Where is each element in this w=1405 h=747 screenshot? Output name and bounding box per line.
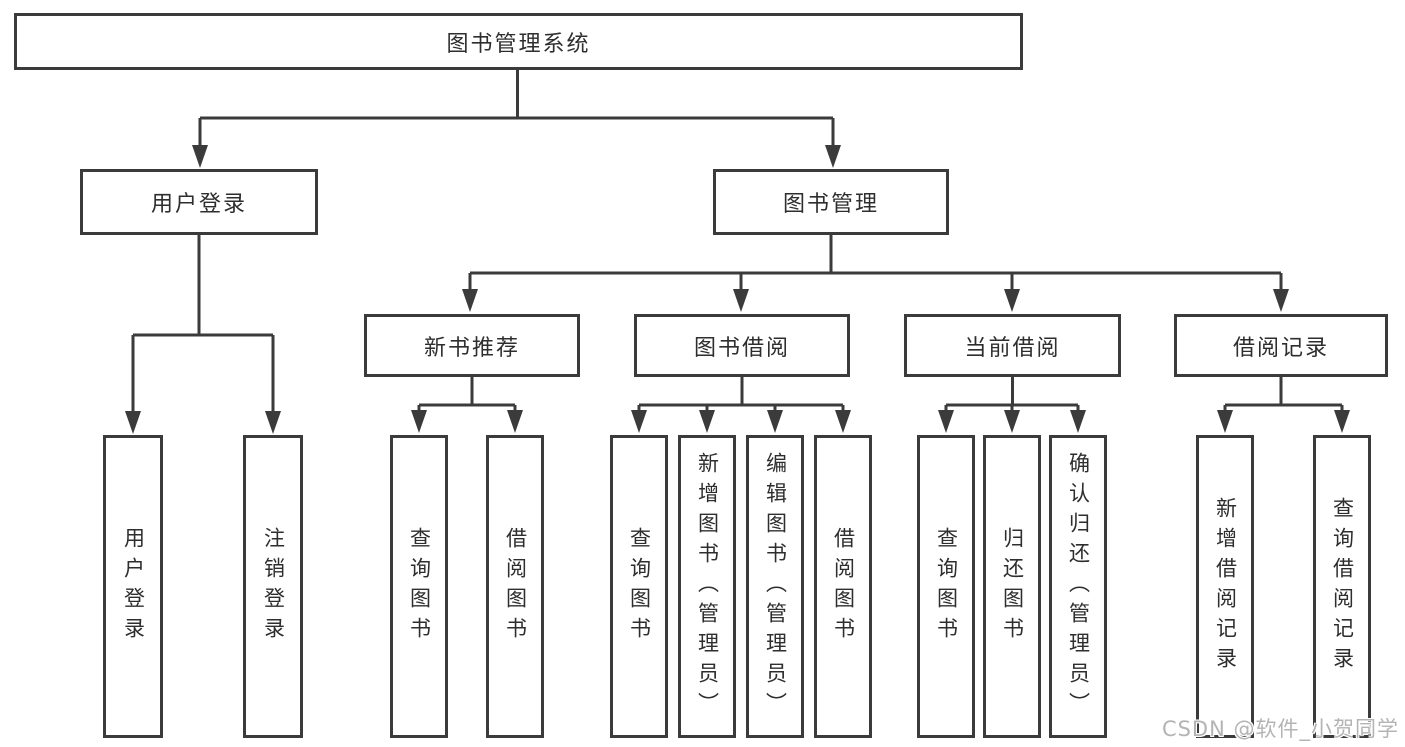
edge-current-borrow-to-leaves — [938, 377, 1086, 433]
node-leaf-query-borrow-record: 查询借阅记录 — [1313, 435, 1371, 738]
node-leaf-query-books-2: 查询图书 — [610, 435, 668, 738]
node-leaf-add-books-admin: 新增图书（管理员） — [678, 435, 736, 738]
edge-book-mgmt-to-level3 — [462, 235, 1289, 312]
node-leaf-add-borrow-record: 新增借阅记录 — [1196, 435, 1254, 738]
node-borrowing-records: 借阅记录 — [1174, 314, 1388, 377]
node-new-book-recommend: 新书推荐 — [364, 314, 580, 377]
edge-new-book-to-leaves — [411, 377, 523, 433]
node-leaf-user-login: 用户登录 — [103, 435, 163, 738]
node-leaf-logout: 注销登录 — [243, 435, 303, 738]
node-leaf-query-books-1: 查询图书 — [390, 435, 448, 738]
csdn-watermark: CSDN @软件_小贺同学 — [1161, 717, 1399, 741]
node-book-borrowing: 图书借阅 — [634, 314, 850, 377]
node-leaf-edit-books-admin: 编辑图书（管理员） — [746, 435, 804, 738]
node-root-library-system: 图书管理系统 — [14, 13, 1023, 70]
node-leaf-confirm-return-admin: 确认归还（管理员） — [1049, 435, 1107, 738]
edge-book-borrow-to-leaves — [631, 377, 851, 433]
node-book-management: 图书管理 — [713, 169, 949, 235]
node-leaf-return-books: 归还图书 — [983, 435, 1041, 738]
node-leaf-query-books-3: 查询图书 — [917, 435, 975, 738]
node-leaf-borrow-books-2: 借阅图书 — [814, 435, 872, 738]
node-current-borrowing: 当前借阅 — [904, 314, 1121, 377]
edge-borrow-records-to-leaves — [1217, 377, 1350, 433]
edge-root-to-level2 — [192, 70, 841, 168]
node-leaf-borrow-books-1: 借阅图书 — [486, 435, 544, 738]
node-user-login: 用户登录 — [80, 169, 318, 235]
edge-user-login-to-leaves — [125, 235, 281, 434]
